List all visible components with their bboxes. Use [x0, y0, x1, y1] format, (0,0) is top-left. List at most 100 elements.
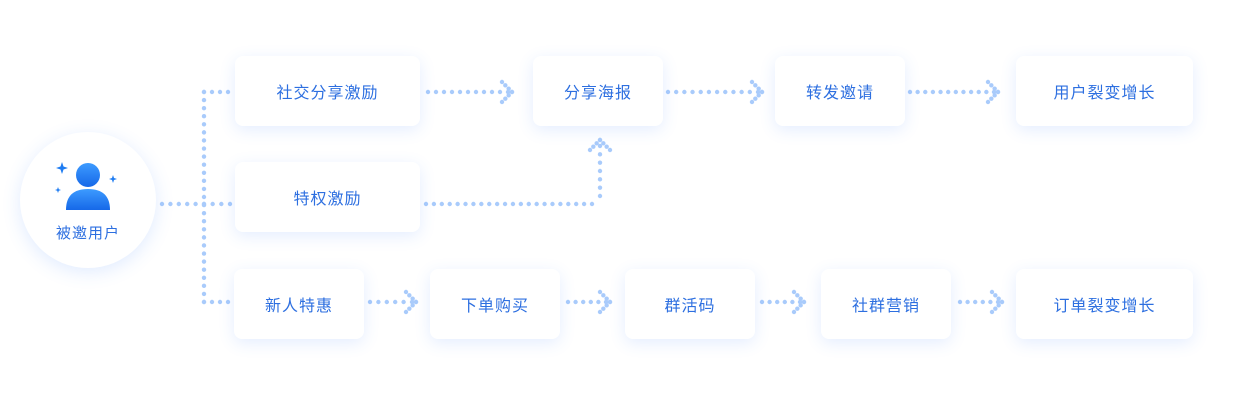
connector-dot: [201, 105, 207, 111]
connector-dot: [731, 89, 736, 95]
connector-dot: [775, 299, 780, 305]
connector-dot: [604, 144, 609, 149]
connector-dot: [217, 299, 223, 305]
connector-dot: [589, 201, 595, 207]
connector-dot: [723, 89, 728, 95]
order-growth-node[interactable]: 订单裂变增长: [1016, 269, 1193, 339]
connector-dot: [494, 201, 500, 207]
connector-dot: [217, 89, 223, 95]
connector-dot: [225, 299, 231, 305]
connector-dot: [201, 299, 207, 305]
connector-dot: [965, 299, 970, 305]
invited-user-node[interactable]: 被邀用户: [20, 132, 156, 268]
privilege-incentive-node[interactable]: 特权激励: [235, 162, 420, 232]
connector-dot: [907, 89, 913, 95]
share-poster-node[interactable]: 分享海报: [533, 56, 663, 126]
connector-dot: [607, 147, 613, 153]
connector-dot: [565, 299, 571, 305]
connector-dot: [503, 96, 508, 101]
connector-dot: [798, 296, 803, 301]
connector-dot: [985, 79, 991, 85]
newcomer-offer-node[interactable]: 新人特惠: [234, 269, 364, 339]
connector-dot: [968, 89, 974, 95]
connector-dot: [989, 96, 994, 101]
user-growth-node[interactable]: 用户裂变增长: [1016, 56, 1193, 126]
connector-dot: [795, 306, 800, 311]
connector-dot: [673, 89, 679, 95]
connector-dot: [423, 201, 429, 207]
connector-dot: [518, 201, 524, 207]
connector-dot: [923, 89, 928, 95]
connector-dot: [604, 303, 609, 308]
connector-dot: [753, 96, 758, 101]
connector-dot: [457, 89, 463, 95]
connector-dot: [993, 306, 998, 311]
connector-dot: [795, 293, 800, 298]
connector-dot: [201, 227, 207, 232]
connector-dot: [201, 243, 207, 248]
connector-dot: [597, 152, 603, 157]
connector-dot: [439, 201, 445, 207]
connector-dot: [597, 137, 603, 143]
connector-dot: [219, 201, 224, 207]
connector-dot: [499, 79, 505, 85]
connector-dot: [790, 299, 795, 305]
connector-dot: [989, 309, 995, 315]
connector-dot: [989, 83, 994, 88]
connector-dot: [749, 79, 755, 85]
connector-dot: [782, 299, 787, 305]
forward-invite-node[interactable]: 转发邀请: [775, 56, 905, 126]
connector-dot: [961, 89, 966, 95]
connector-dot: [449, 89, 455, 95]
connector-dot: [499, 99, 505, 105]
connector-dot: [502, 201, 508, 207]
connector-dot: [591, 144, 596, 149]
connector-dot: [756, 93, 761, 98]
group-qr-node[interactable]: 群活码: [625, 269, 755, 339]
connector-dot: [690, 89, 695, 95]
connector-dot: [201, 146, 207, 151]
connector-dot: [973, 299, 978, 305]
connector-dot: [588, 299, 593, 305]
connector-dot: [601, 306, 606, 311]
connector-dot: [526, 201, 531, 207]
connector-dot: [573, 299, 578, 305]
connector-dot: [471, 201, 476, 207]
connector-dot: [497, 89, 503, 95]
connector-dot: [945, 89, 951, 95]
connector-dot: [407, 306, 412, 311]
connector-dot: [597, 193, 603, 199]
connector-dot: [447, 201, 452, 207]
connector-dot: [801, 299, 807, 305]
connector-dot: [225, 89, 231, 95]
group-marketing-node[interactable]: 社群营销: [821, 269, 951, 339]
connector-dot: [441, 89, 447, 95]
connector-dot: [597, 168, 603, 174]
connector-dot: [201, 97, 207, 103]
connector-dot: [201, 267, 207, 272]
connector-dot: [201, 219, 207, 224]
connector-dot: [984, 89, 989, 95]
connector-dot: [176, 201, 181, 207]
connector-dot: [209, 299, 215, 305]
connector-dot: [193, 201, 198, 207]
connector-dot: [403, 289, 409, 295]
connector-dot: [201, 259, 207, 264]
connector-dot: [573, 201, 579, 207]
connector-dot: [506, 93, 511, 98]
connector-dot: [210, 201, 215, 207]
connector-dot: [596, 299, 601, 305]
connector-dot: [989, 289, 995, 295]
sparkle-icon: [109, 174, 117, 183]
connector-dot: [201, 89, 207, 95]
connector-dot: [988, 299, 993, 305]
connector-dot: [479, 201, 484, 207]
place-order-node[interactable]: 下单购买: [430, 269, 560, 339]
connector-dot: [201, 186, 207, 192]
social-share-incentive-node[interactable]: 社交分享激励: [235, 56, 420, 126]
connector-dot: [597, 160, 603, 165]
connector-dot: [413, 299, 419, 305]
connector-dot: [209, 89, 215, 95]
connector-dot: [201, 194, 207, 200]
connector-dot: [550, 201, 555, 207]
